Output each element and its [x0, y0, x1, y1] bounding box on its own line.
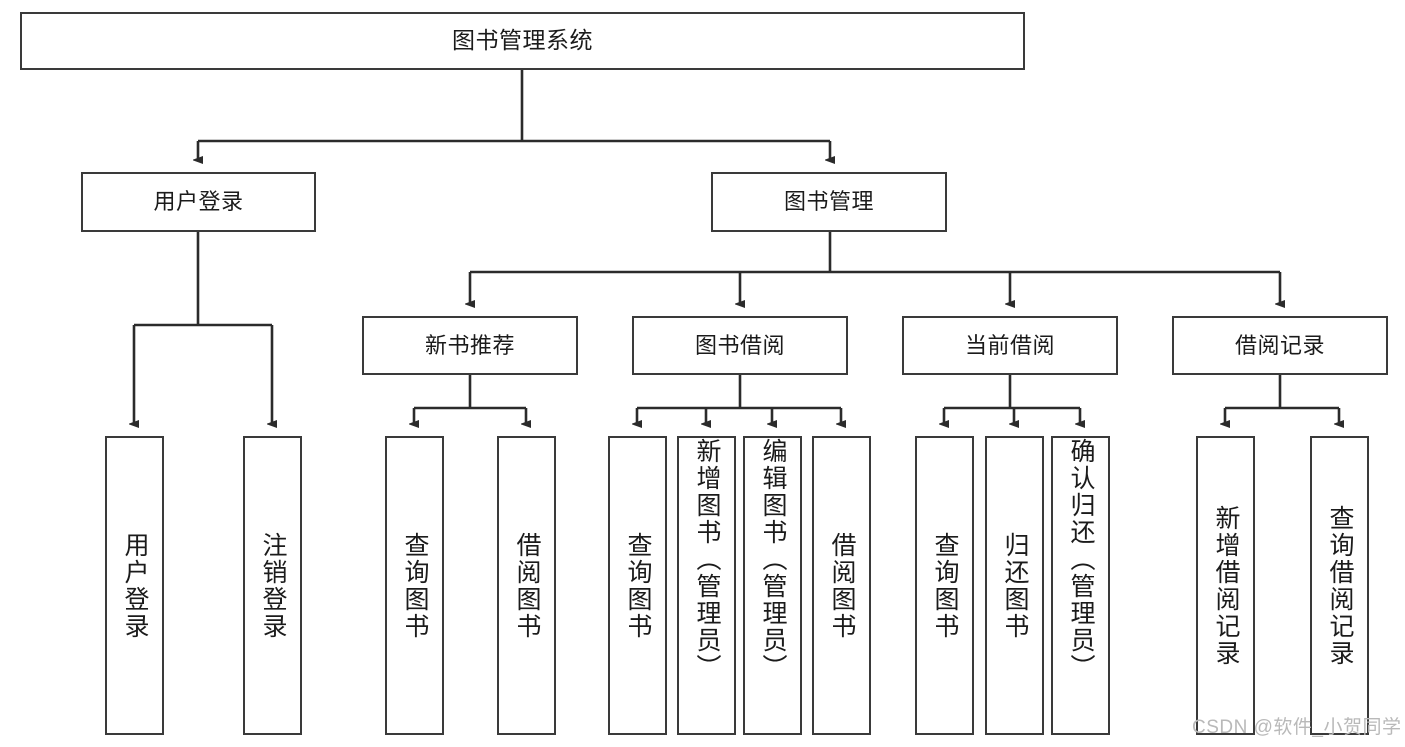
node-borrow-record[interactable]: 借阅记录 — [1172, 316, 1388, 375]
node-book-management[interactable]: 图书管理 — [711, 172, 947, 232]
node-label: 当前借阅 — [964, 332, 1055, 358]
leaf-book-borrow-edit-book[interactable]: 编辑图书（管理员） — [743, 436, 802, 735]
node-label: 确认归还（管理员） — [1067, 438, 1095, 681]
node-label: 查询图书 — [931, 531, 959, 640]
leaf-book-borrow-add-book[interactable]: 新增图书（管理员） — [677, 436, 736, 735]
leaf-new-book-borrow-book[interactable]: 借阅图书 — [497, 436, 556, 735]
leaf-new-book-query-book[interactable]: 查询图书 — [385, 436, 444, 735]
node-label: 图书管理 — [783, 189, 874, 215]
node-label: 图书借阅 — [694, 332, 785, 358]
node-label: 编辑图书（管理员） — [759, 438, 787, 681]
node-label: 新增图书（管理员） — [693, 438, 721, 681]
leaf-book-borrow-borrow-book[interactable]: 借阅图书 — [812, 436, 871, 735]
node-label: 新书推荐 — [424, 332, 515, 358]
node-label: 查询图书 — [401, 531, 429, 640]
node-label: 借阅记录 — [1234, 332, 1325, 358]
leaf-current-borrow-confirm-return[interactable]: 确认归还（管理员） — [1051, 436, 1110, 735]
node-user-login[interactable]: 用户登录 — [81, 172, 316, 232]
leaf-book-borrow-query-book[interactable]: 查询图书 — [608, 436, 667, 735]
node-label: 查询图书 — [624, 531, 652, 640]
node-label: 归还图书 — [1001, 531, 1029, 640]
leaf-current-borrow-return-book[interactable]: 归还图书 — [985, 436, 1044, 735]
node-root-book-management-system[interactable]: 图书管理系统 — [20, 12, 1025, 70]
node-label: 新增借阅记录 — [1212, 504, 1240, 667]
node-label: 借阅图书 — [513, 531, 541, 640]
node-new-book-recommend[interactable]: 新书推荐 — [362, 316, 578, 375]
leaf-current-borrow-query-book[interactable]: 查询图书 — [915, 436, 974, 735]
leaf-user-login-login[interactable]: 用户登录 — [105, 436, 164, 735]
leaf-borrow-record-add-record[interactable]: 新增借阅记录 — [1196, 436, 1255, 735]
node-label: 注销登录 — [259, 531, 287, 640]
node-current-borrow[interactable]: 当前借阅 — [902, 316, 1118, 375]
node-label: 借阅图书 — [828, 531, 856, 640]
node-label: 图书管理系统 — [452, 27, 593, 54]
leaf-borrow-record-query-record[interactable]: 查询借阅记录 — [1310, 436, 1369, 735]
csdn-watermark: CSDN @软件_小贺同学 — [1192, 717, 1402, 738]
node-book-borrow[interactable]: 图书借阅 — [632, 316, 848, 375]
node-label: 查询借阅记录 — [1326, 504, 1354, 667]
leaf-user-login-logout[interactable]: 注销登录 — [243, 436, 302, 735]
node-label: 用户登录 — [153, 189, 244, 215]
node-label: 用户登录 — [121, 531, 149, 640]
